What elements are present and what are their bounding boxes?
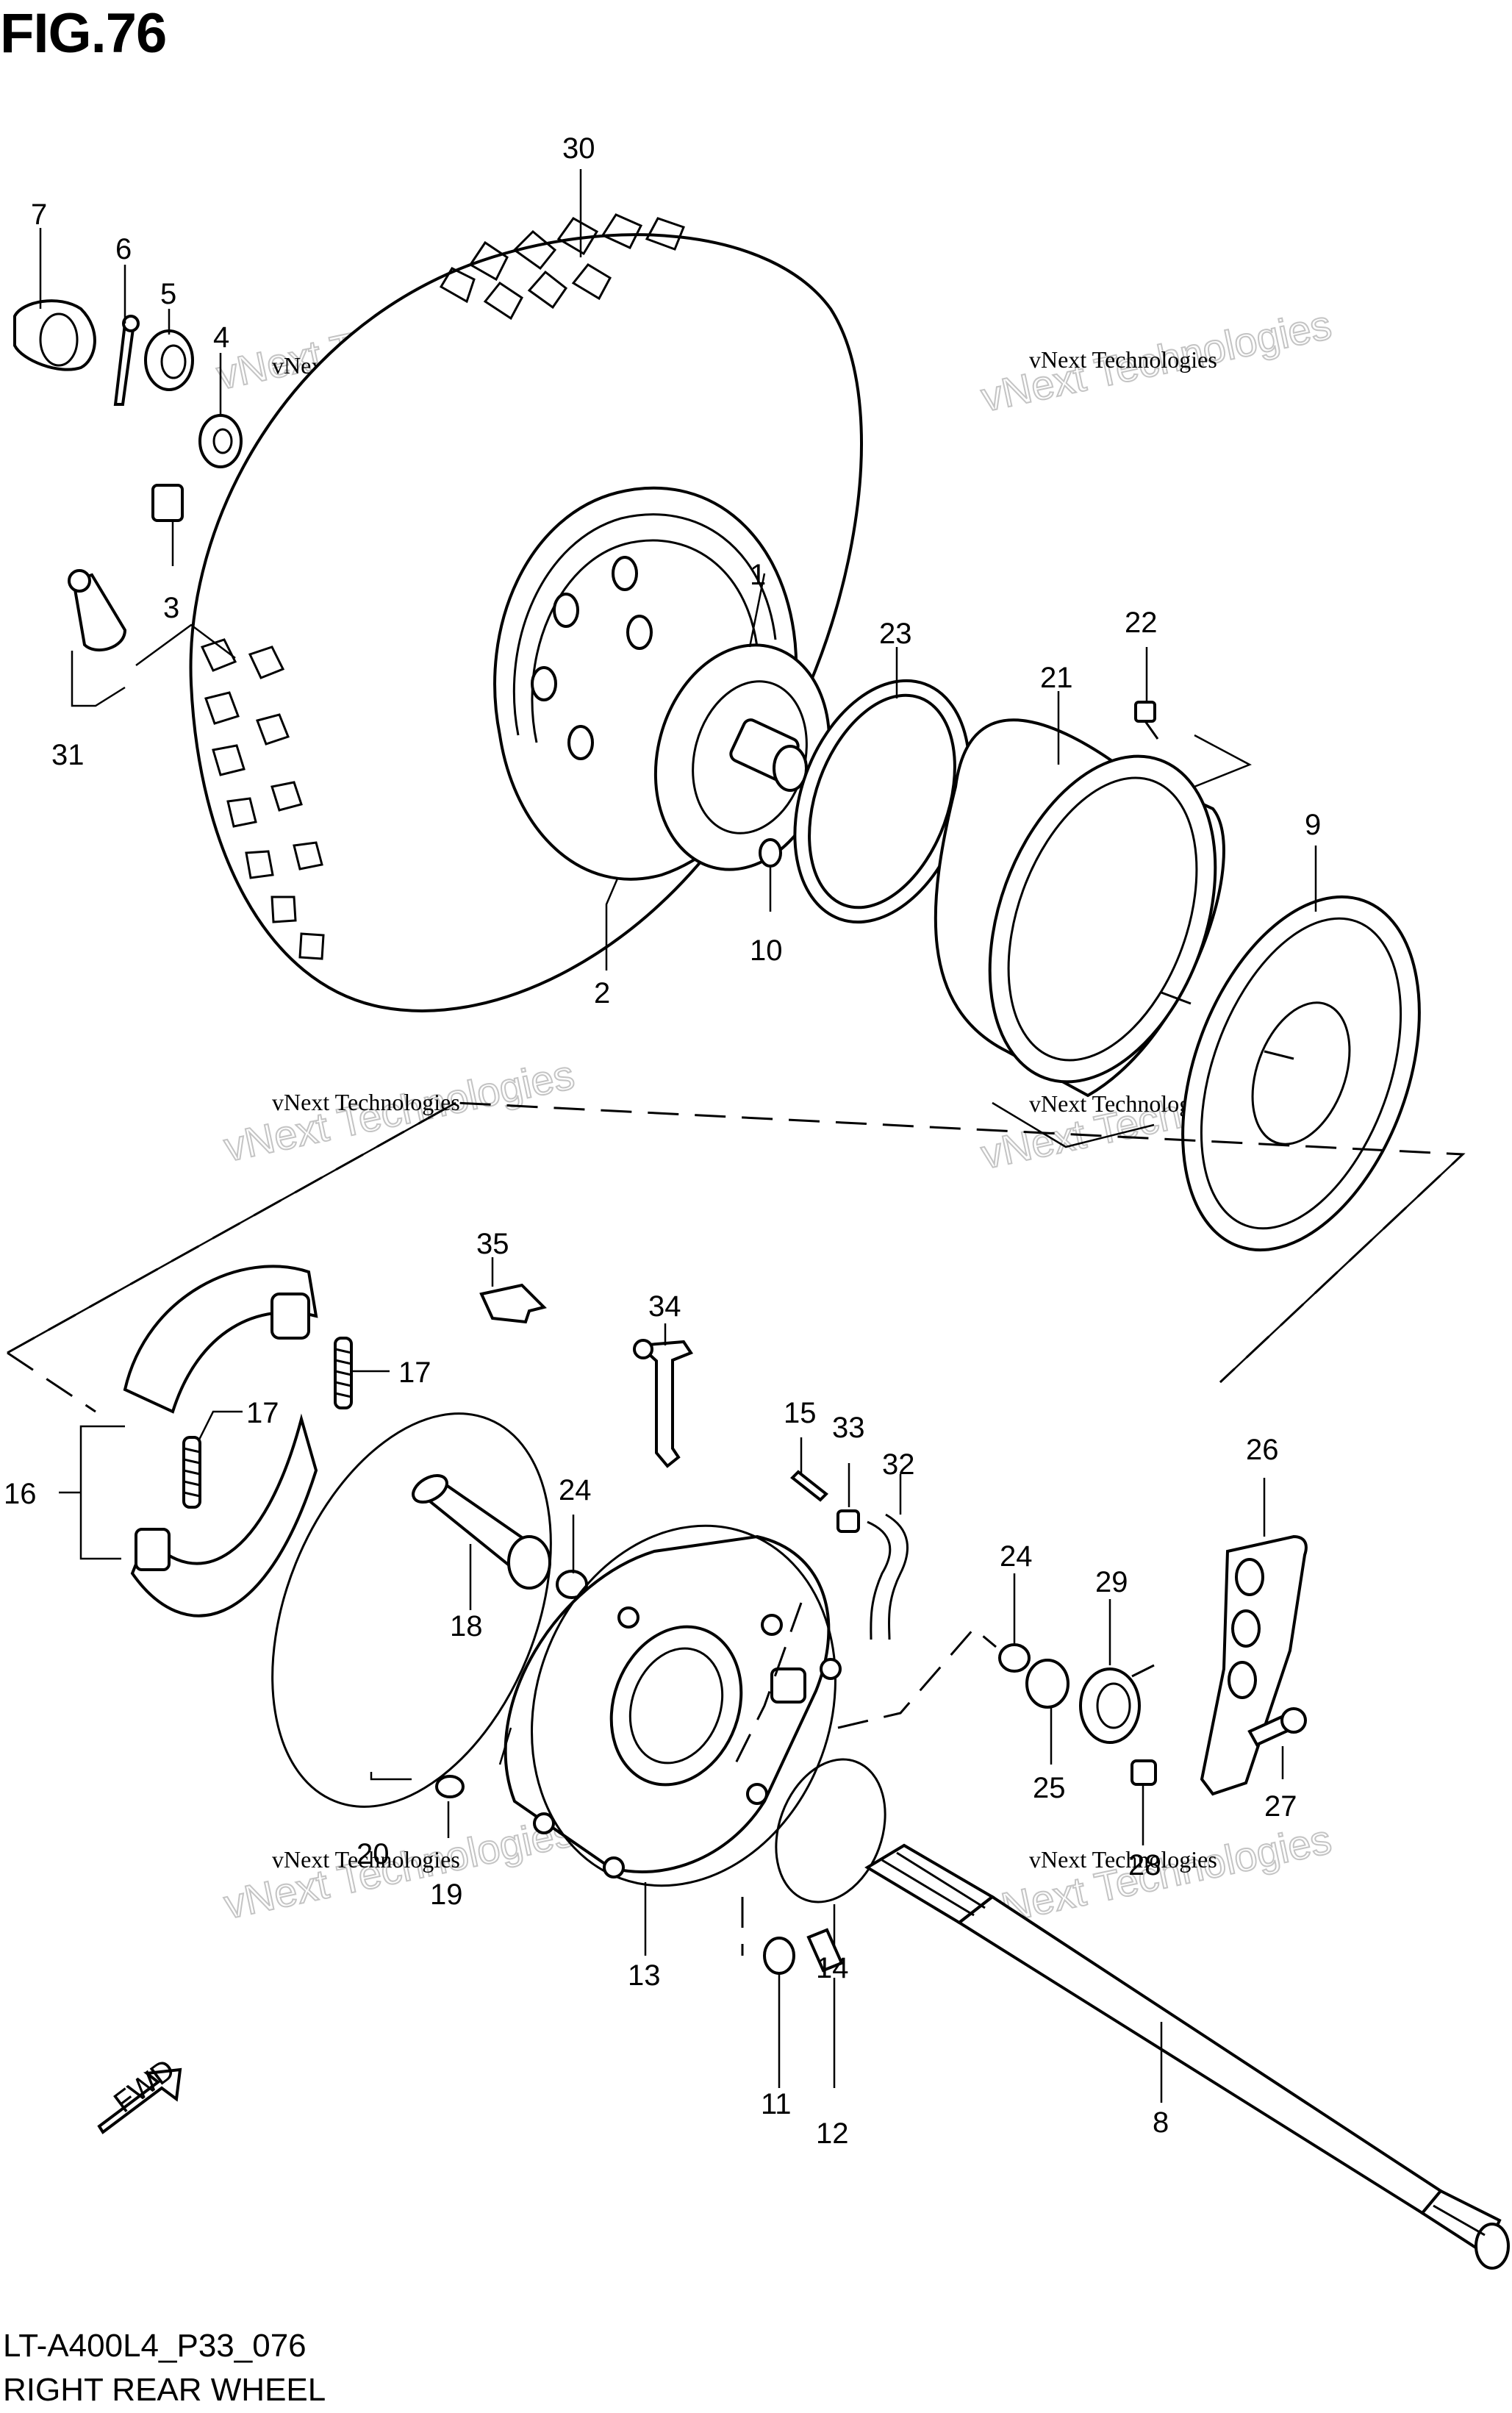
bolt-22 <box>1134 701 1159 740</box>
callout-numbers: 30 7 6 5 4 3 31 1 2 10 23 21 22 9 35 34 … <box>4 132 1321 2150</box>
brake-shoe-lower <box>130 1413 318 1617</box>
hub-cap-7 <box>13 299 96 371</box>
assembly-line <box>7 1101 456 1354</box>
bracket-26 <box>1200 1534 1308 1796</box>
callout-32: 32 <box>882 1448 915 1481</box>
seal-25 <box>1025 1659 1069 1709</box>
callout-21: 21 <box>1040 662 1073 694</box>
washer-4 <box>198 414 243 468</box>
callout-1: 1 <box>750 559 766 591</box>
callout-23: 23 <box>879 618 912 650</box>
callout-28: 28 <box>1128 1849 1161 1881</box>
spring-17-upper <box>334 1337 353 1409</box>
callout-19: 19 <box>430 1878 463 1911</box>
nut-33 <box>836 1509 860 1533</box>
leader-lines <box>39 169 1317 2103</box>
callout-20: 20 <box>356 1838 390 1870</box>
callout-13: 13 <box>628 1959 661 1992</box>
callout-15: 15 <box>784 1397 817 1429</box>
bolt-19 <box>435 1775 465 1798</box>
callout-9: 9 <box>1305 809 1321 841</box>
callout-5: 5 <box>160 278 176 310</box>
cam-shaft-18 <box>412 1473 551 1590</box>
callout-18: 18 <box>450 1610 483 1642</box>
hose-32 <box>885 1513 909 1640</box>
callout-17-upper: 17 <box>398 1356 431 1389</box>
brake-shoe-upper <box>123 1265 318 1414</box>
callout-7: 7 <box>31 199 47 231</box>
pin-15 <box>789 1470 829 1502</box>
callout-25: 25 <box>1033 1772 1066 1804</box>
callout-30: 30 <box>562 132 595 165</box>
callout-26: 26 <box>1246 1434 1279 1466</box>
cotter-pin-6 <box>113 315 140 406</box>
watermark-small: vNext Technologies <box>1029 346 1217 373</box>
lever-34 <box>633 1339 694 1468</box>
bolt-12 <box>806 1928 844 1973</box>
brake-drum-9 <box>1161 895 1421 1252</box>
callout-11: 11 <box>761 2088 792 2120</box>
callout-12: 12 <box>816 2117 849 2150</box>
callout-24-left: 24 <box>559 1474 592 1506</box>
forward-arrow-badge: FWD <box>97 2053 182 2134</box>
watermark-small: vNext Technologies <box>272 1846 460 1873</box>
callout-3: 3 <box>163 592 179 624</box>
o-ring-24-right <box>998 1643 1031 1673</box>
leader-16 <box>79 1425 125 1560</box>
callout-2: 2 <box>594 977 610 1009</box>
callout-22: 22 <box>1125 607 1158 639</box>
nut-28 <box>1131 1759 1157 1786</box>
callout-31: 31 <box>51 739 85 771</box>
o-ring-20 <box>271 1412 552 1808</box>
callout-8: 8 <box>1153 2106 1169 2139</box>
clip-35 <box>479 1283 547 1324</box>
assembly-outlines <box>135 623 1252 1148</box>
callout-10: 10 <box>750 934 783 967</box>
callout-17-lower: 17 <box>246 1397 279 1429</box>
o-ring-10 <box>759 838 782 868</box>
brake-panel-13 <box>504 1524 842 1887</box>
tire <box>189 213 863 1012</box>
seal-23 <box>793 679 971 924</box>
fwd-label: FWD <box>108 2053 181 2119</box>
wheel-hub <box>653 643 831 871</box>
assembly-line <box>1219 1154 1463 1383</box>
callout-34: 34 <box>648 1290 681 1323</box>
callout-6: 6 <box>115 233 132 265</box>
callout-14: 14 <box>816 1952 849 1984</box>
spring-29 <box>1079 1664 1155 1744</box>
nut-3 <box>151 484 184 522</box>
callout-35: 35 <box>476 1228 509 1260</box>
watermark-small: vNext Technologies <box>1029 1846 1217 1873</box>
brake-drum-cover-21 <box>934 718 1225 1098</box>
diagram-code: LT-A400L4_P33_076 <box>3 2328 307 2364</box>
diagram-name: RIGHT REAR WHEEL <box>3 2372 326 2408</box>
callout-24-right: 24 <box>1000 1540 1033 1573</box>
watermark-small: vNext Technologies <box>272 1089 460 1115</box>
callout-16: 16 <box>4 1478 37 1510</box>
axle-8 <box>864 1843 1510 2270</box>
valve-31 <box>68 569 127 652</box>
o-ring-14 <box>775 1758 886 1903</box>
bolt-27 <box>1247 1707 1307 1747</box>
assembly-dash-outline <box>7 1351 96 1413</box>
spring-17-lower <box>182 1436 201 1509</box>
callout-29: 29 <box>1095 1566 1128 1598</box>
castle-nut-5 <box>144 329 194 391</box>
callout-4: 4 <box>213 321 229 354</box>
figure-title: FIG.76 <box>0 2 167 65</box>
callout-27: 27 <box>1264 1790 1297 1823</box>
callout-33: 33 <box>832 1412 865 1444</box>
washer-11 <box>763 1937 795 1975</box>
